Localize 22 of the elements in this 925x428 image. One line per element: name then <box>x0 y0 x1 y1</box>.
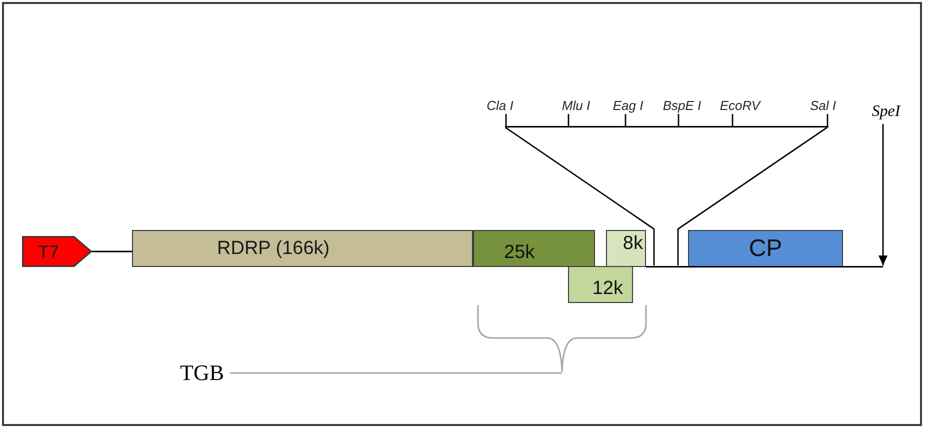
gene-box: 8k <box>606 230 646 267</box>
restriction-site-label: EcoRV <box>720 98 760 113</box>
gene-box: 12k <box>568 266 633 303</box>
polylinker-bar <box>504 113 828 128</box>
backbone-line <box>646 266 883 267</box>
connector-line <box>505 126 655 266</box>
restriction-site-label: Eag I <box>612 98 644 113</box>
connector-line <box>92 250 132 252</box>
curly-brace <box>477 305 647 373</box>
gene-group-label: TGB <box>180 361 230 385</box>
restriction-site-label: Cla I <box>486 98 514 113</box>
arrow <box>878 124 888 266</box>
gene-box: CP <box>688 230 843 267</box>
restriction-site-label: BspE I <box>662 98 702 113</box>
restriction-site-label: Sal I <box>810 98 836 113</box>
promoter-arrow: T7 <box>22 236 92 267</box>
gene-box: 25k <box>473 230 595 267</box>
restriction-site-label: Mlu I <box>562 98 590 113</box>
leader-line <box>230 372 562 374</box>
gene-box: RDRP (166k) <box>132 230 473 267</box>
connector-line <box>677 126 828 266</box>
restriction-site-label: SpeI <box>868 103 904 124</box>
